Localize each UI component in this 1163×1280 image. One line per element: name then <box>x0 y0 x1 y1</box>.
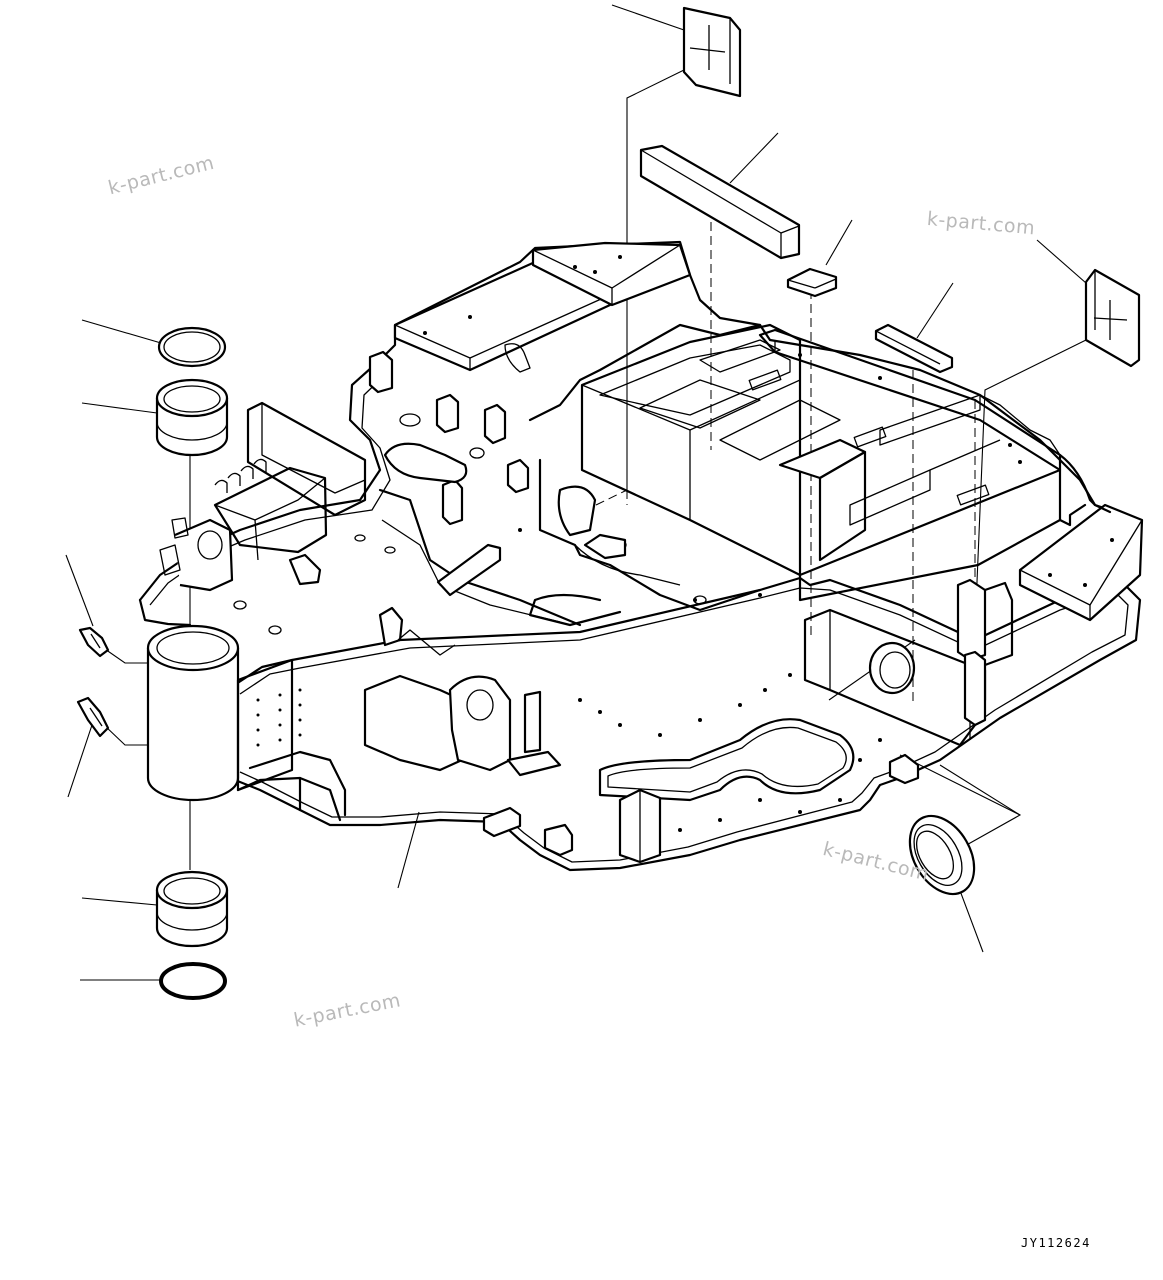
cushion-pad-right <box>1084 268 1141 368</box>
grease-fitting-lower <box>76 696 110 738</box>
cushion-small <box>786 267 838 298</box>
floor-holes <box>518 353 1022 832</box>
tower-holes <box>256 688 302 747</box>
cushion-bar <box>639 144 801 260</box>
drawing-code: JY112624 <box>1021 1236 1091 1250</box>
ring-upper <box>157 326 227 368</box>
cushion-pad-top <box>682 6 742 98</box>
deck-holes <box>233 447 707 635</box>
bushing-upper <box>155 378 229 457</box>
bushing-lower <box>155 870 229 948</box>
ring-lower <box>159 962 227 1000</box>
grease-fitting-upper <box>78 626 110 658</box>
clip-row <box>214 458 267 493</box>
cushion-strip <box>874 323 954 374</box>
grommet <box>908 814 976 896</box>
revolving-frame <box>138 240 1144 872</box>
